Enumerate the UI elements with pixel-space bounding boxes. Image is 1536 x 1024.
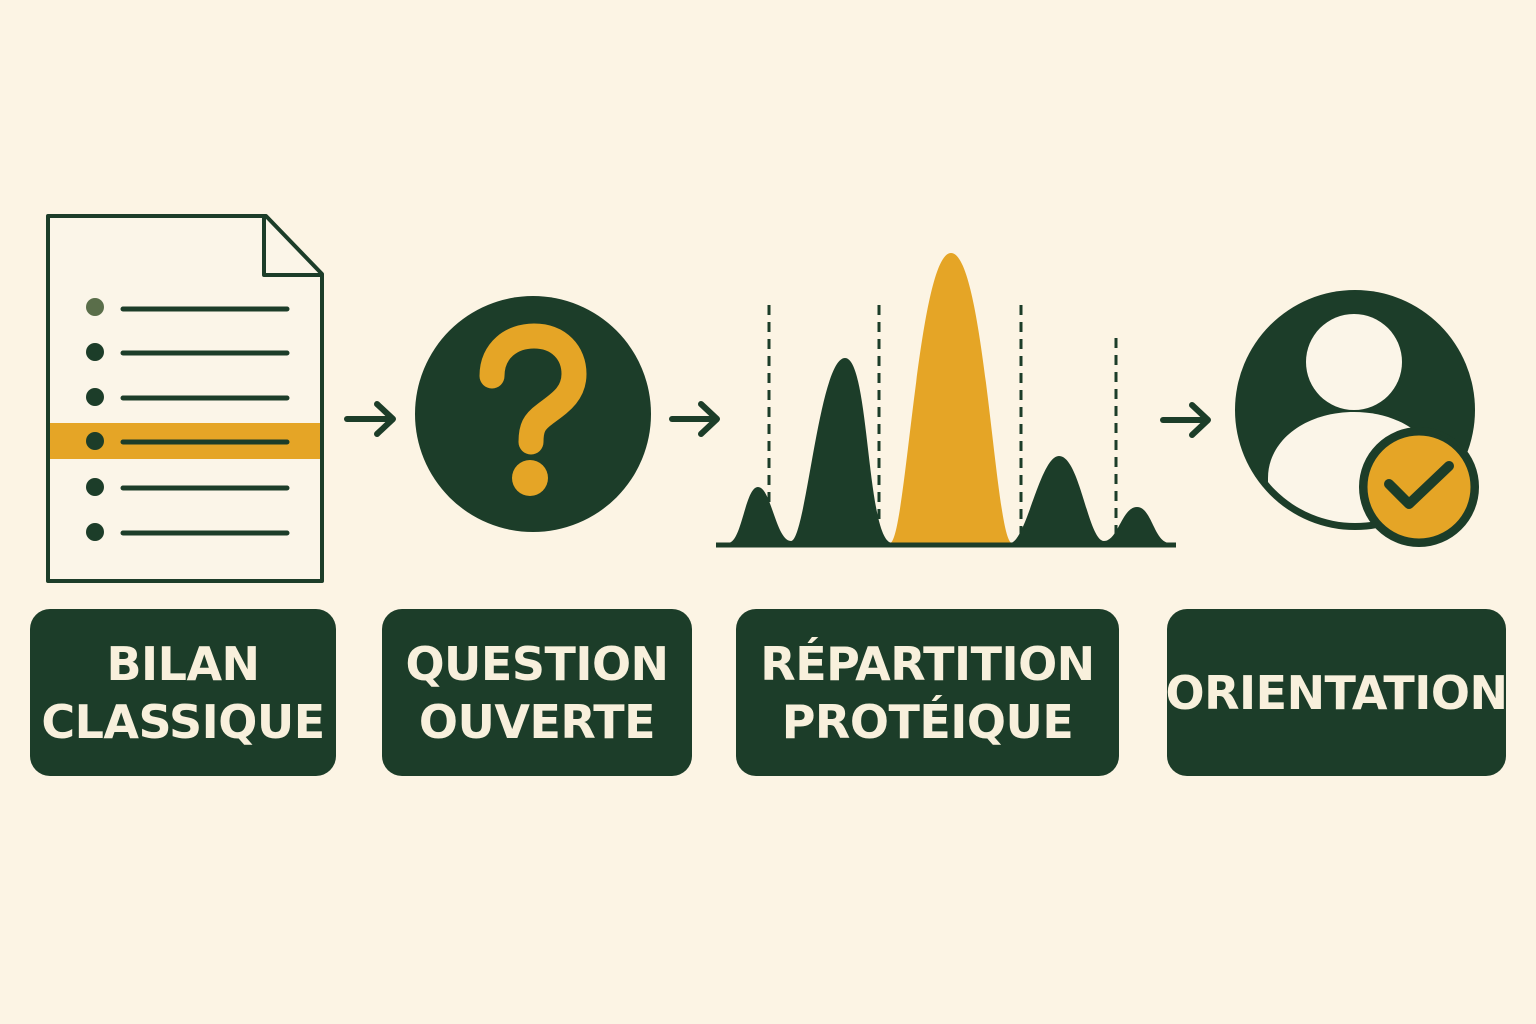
step-label-line: OUVERTE	[418, 694, 656, 749]
arrow-right-icon	[344, 401, 396, 437]
arrow-right-icon	[1160, 402, 1211, 438]
step-label-line: QUESTION	[405, 636, 669, 691]
document-bullet-list	[86, 298, 290, 541]
step-label-question-ouverte: QUESTION OUVERTE	[382, 609, 692, 776]
question-mark-icon	[415, 296, 651, 532]
step-label-orientation: ORIENTATION	[1165, 609, 1509, 776]
step-label-line: CLASSIQUE	[41, 694, 325, 749]
step-label-line: BILAN	[106, 636, 260, 691]
albumin-peak	[890, 253, 1012, 543]
globulin-peaks	[728, 358, 1170, 543]
protein-electrophoresis-icon	[716, 253, 1176, 548]
user-check-icon	[1235, 290, 1479, 547]
fraction-separators	[767, 305, 1118, 540]
step-label-bilan-classique: BILAN CLASSIQUE	[30, 609, 336, 776]
step-label-line: PROTÉIQUE	[781, 694, 1074, 749]
document-list-icon	[46, 214, 324, 583]
step-label-line: RÉPARTITION	[760, 636, 1095, 691]
step-label-repartition-proteique: RÉPARTITION PROTÉIQUE	[736, 609, 1119, 776]
arrow-right-icon	[669, 401, 720, 437]
step-label-line: ORIENTATION	[1165, 665, 1509, 720]
check-icon	[1384, 461, 1454, 509]
